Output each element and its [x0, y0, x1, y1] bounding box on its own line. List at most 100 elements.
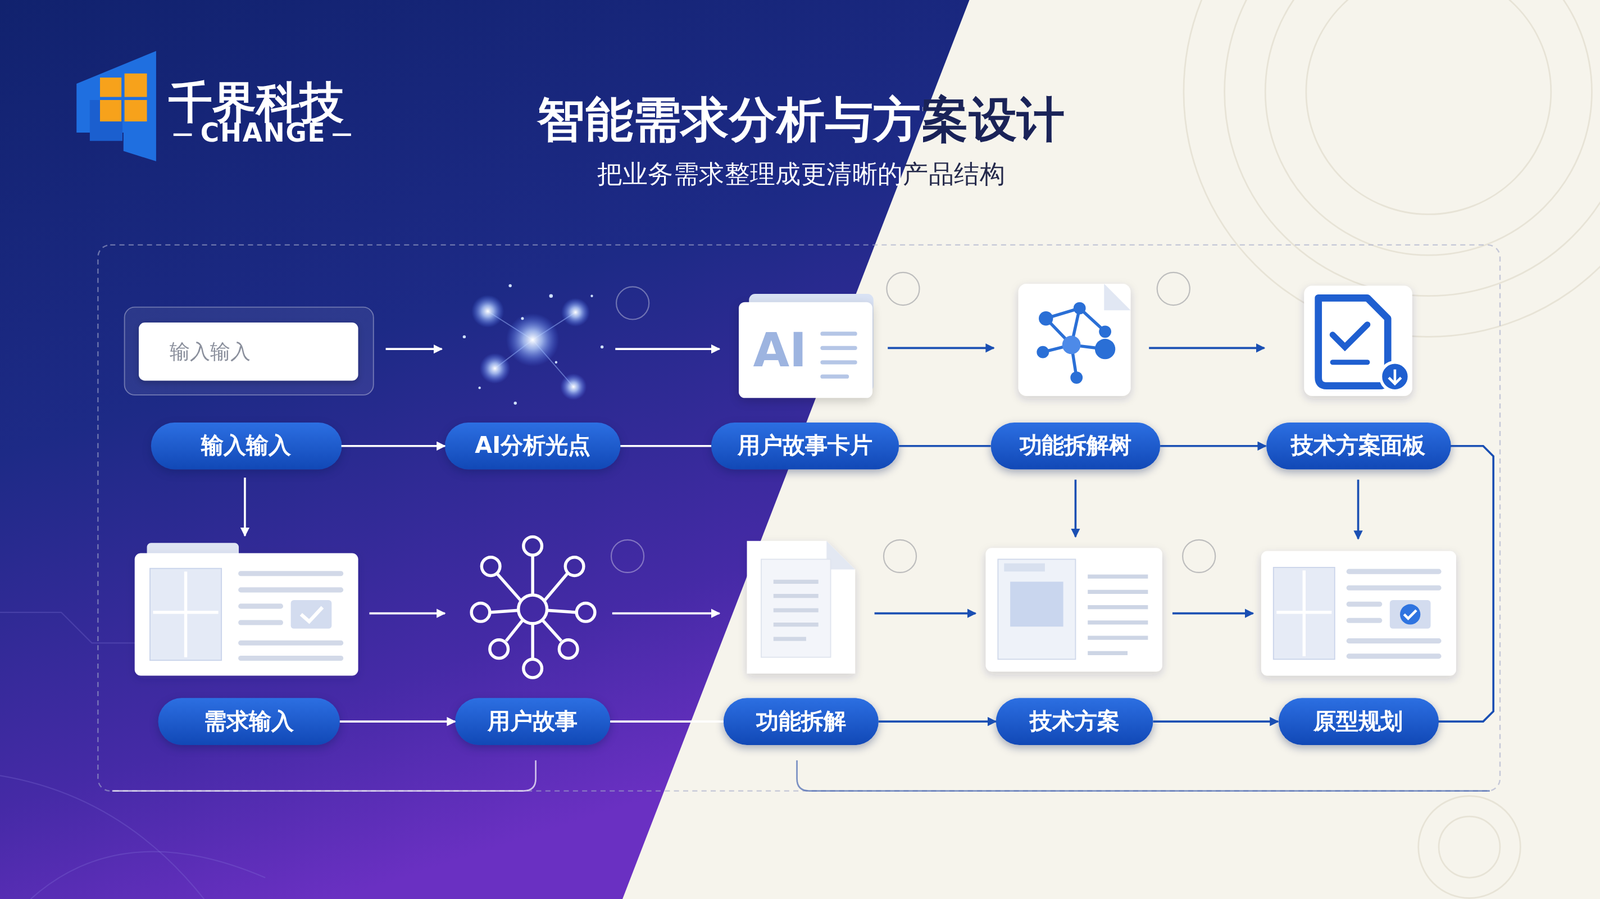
flow-connector: [1438, 446, 1494, 722]
node-text: 技术方案面板: [1291, 430, 1426, 461]
icon-arrow: [243, 477, 247, 536]
icon-arrow: [1148, 347, 1265, 350]
sparkle-dot: [462, 335, 466, 339]
network-icon: [471, 536, 595, 678]
doc-line: [241, 570, 342, 576]
icon-arrow: [369, 612, 445, 615]
sparkle-glow: [561, 297, 590, 327]
doc-line: [773, 593, 819, 598]
node-text: AI: [752, 322, 807, 378]
step-pill: 功能拆解: [723, 697, 879, 745]
sparkle-glow: [560, 373, 587, 400]
doc-page: [747, 541, 856, 674]
doc-line: [241, 640, 342, 646]
icon-arrow: [887, 347, 994, 350]
doc-line: [1348, 601, 1380, 607]
tree-nodes: [1036, 302, 1116, 384]
badge-circle: [611, 539, 644, 573]
doc-line: [1332, 359, 1368, 365]
badge-circle: [886, 272, 920, 306]
sparkle-dot: [514, 401, 517, 405]
network-node: [558, 639, 578, 659]
function-doc: [747, 541, 856, 674]
check-box: [291, 600, 333, 629]
network-link: [542, 620, 562, 641]
card-line: [822, 331, 856, 336]
node-text: 需求输入: [203, 706, 294, 737]
doc-line: [1348, 638, 1439, 644]
diagram-subtitle: 把业务需求整理成更清晰的产品结构: [551, 157, 1052, 192]
image-panel: [1273, 567, 1335, 659]
icon-arrow: [874, 612, 976, 615]
flow-connector: [1160, 444, 1266, 448]
download-badge: [1380, 362, 1409, 392]
doc-line: [1348, 585, 1439, 591]
network-link: [547, 610, 576, 613]
network-node: [481, 557, 500, 576]
circuit-line: [0, 775, 204, 899]
icon-card: [1018, 283, 1131, 397]
doc-line: [773, 622, 819, 627]
card-line: [822, 360, 856, 365]
node-text: 功能拆解树: [1019, 430, 1133, 461]
logo-dash: [173, 133, 193, 136]
sparkle-dots: [462, 284, 604, 405]
step-pill: 输入输入: [150, 422, 342, 470]
doc-card: [134, 552, 359, 676]
sparkle-dot: [600, 345, 604, 349]
logo-dash: [332, 133, 352, 136]
plan-icon: [1303, 285, 1413, 397]
check-mark: [1332, 324, 1368, 348]
step-pill: 技术方案: [996, 697, 1154, 745]
doc-line: [1087, 605, 1148, 609]
badge-circle: [1182, 539, 1216, 573]
sparkle-dot: [520, 316, 524, 320]
ai-card: AI: [738, 302, 873, 399]
network-hub: [518, 594, 548, 624]
tree-node: [1094, 338, 1116, 359]
network-link: [530, 555, 534, 595]
logo-text: CHANGE: [191, 118, 335, 149]
network-link: [506, 620, 523, 641]
doc-image: [1010, 581, 1063, 627]
circuit-line: [30, 851, 266, 899]
doc-line: [241, 587, 342, 593]
doc-panel: [997, 558, 1076, 659]
doc-lines: [1348, 571, 1439, 657]
network-node: [565, 557, 584, 576]
step-pill: 原型规划: [1278, 697, 1439, 745]
doc-line: [773, 579, 819, 584]
flow-connector: [610, 720, 724, 723]
logo-square: [124, 73, 148, 98]
ai-sparkle: [462, 284, 604, 405]
input-frame: [124, 307, 374, 395]
sparkle-dot: [590, 294, 593, 298]
network-node: [576, 602, 595, 622]
doc-line: [241, 655, 342, 661]
tree-icon: [1018, 283, 1131, 397]
icon-arrow: [1357, 479, 1360, 539]
logo-square: [100, 100, 122, 122]
doc-line: [1087, 589, 1148, 594]
card-lines: [822, 333, 856, 377]
step-pill: 用户故事卡片: [711, 422, 899, 470]
page-fold: [1103, 283, 1131, 311]
check-mark: [301, 607, 323, 622]
icon-arrow: [1172, 612, 1253, 615]
doc-line: [1087, 574, 1148, 579]
icon-arrow: [615, 347, 720, 350]
image-cross: [152, 571, 218, 658]
dashed-frame: [97, 244, 1500, 792]
logo-shape: [76, 51, 157, 162]
badges: [611, 272, 1216, 573]
doc-card: [985, 547, 1163, 672]
badge-circle: [616, 286, 649, 320]
node-text: 用户故事卡片: [737, 430, 873, 461]
sparkle-dot: [478, 386, 481, 389]
badge-circle: [1157, 272, 1190, 306]
network-link: [530, 623, 534, 660]
step-pill: AI分析光点: [444, 422, 621, 470]
logo-square: [124, 100, 148, 122]
